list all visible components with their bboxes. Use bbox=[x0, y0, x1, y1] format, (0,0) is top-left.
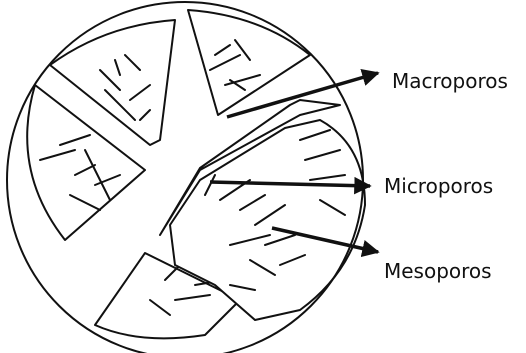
microporos-label: Microporos bbox=[384, 174, 493, 198]
macroporos-label: Macroporos bbox=[392, 69, 508, 93]
mesoporos-label: Mesoporos bbox=[384, 259, 492, 283]
